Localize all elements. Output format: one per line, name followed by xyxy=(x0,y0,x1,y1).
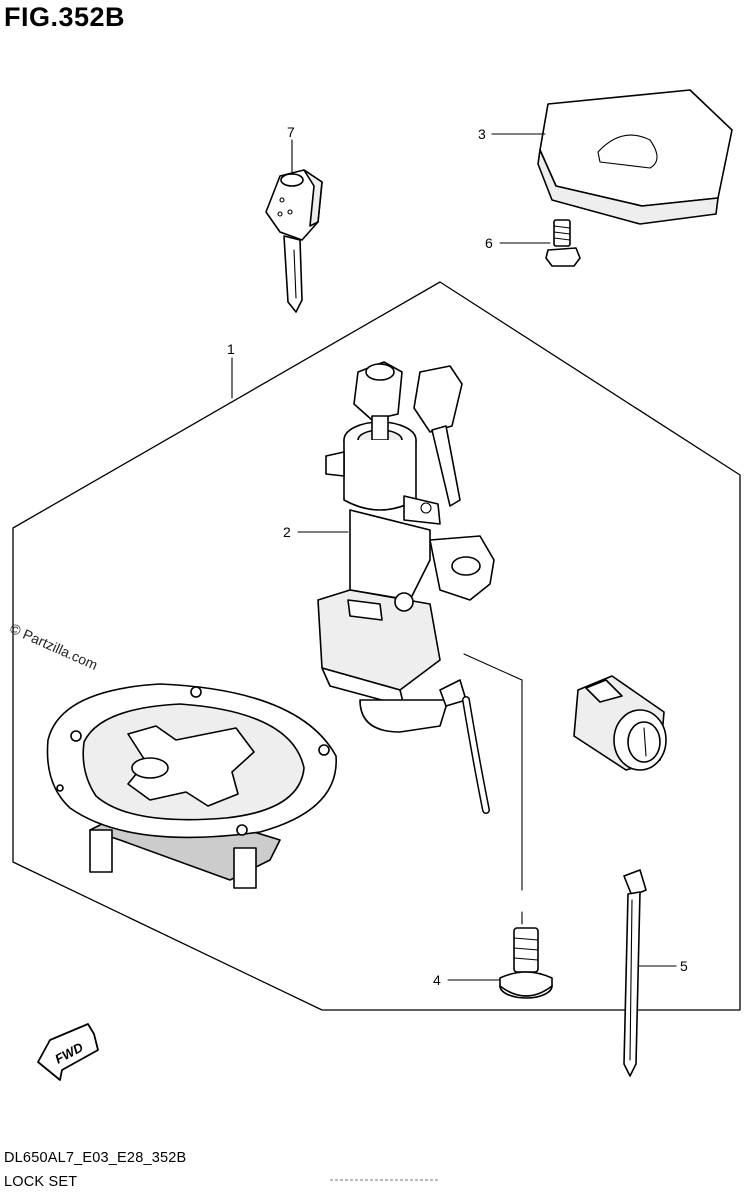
callout-7: 7 xyxy=(287,124,295,140)
cable-tie-part xyxy=(623,869,647,1077)
callout-6: 6 xyxy=(485,235,493,251)
figure-title: FIG.352B xyxy=(4,2,126,32)
callout-1: 1 xyxy=(227,341,235,357)
fwd-arrow-icon: FWD xyxy=(37,1023,99,1081)
callout-4: 4 xyxy=(433,972,441,988)
bolt-small-part xyxy=(545,219,581,267)
key-icon xyxy=(265,139,323,313)
ignition-switch-part xyxy=(317,361,495,814)
callout-3: 3 xyxy=(478,126,486,142)
screw-part xyxy=(463,653,553,999)
figure-code: DL650AL7_E03_E28_352B xyxy=(4,1150,187,1166)
cover-part xyxy=(537,89,733,225)
fuel-cap-lock-part xyxy=(46,683,337,889)
lock-cylinder-part xyxy=(573,675,667,771)
lock-set-outline xyxy=(12,281,741,1011)
callout-5: 5 xyxy=(680,958,688,974)
callout-2: 2 xyxy=(283,524,291,540)
figure-name: LOCK SET xyxy=(4,1174,78,1190)
